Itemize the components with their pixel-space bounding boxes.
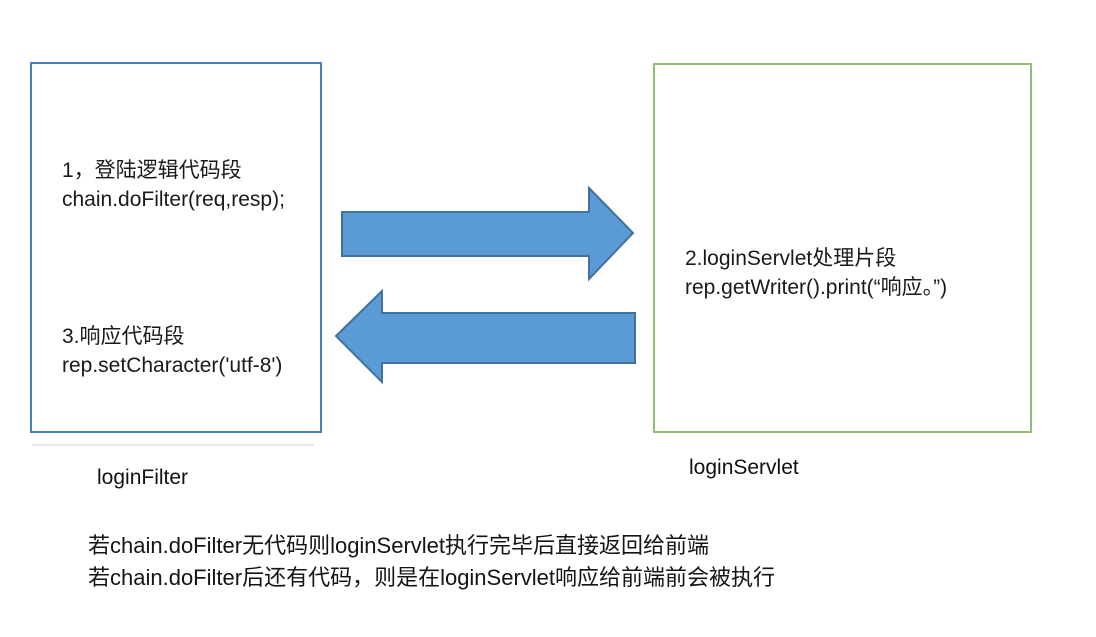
filter-step3-line2: rep.setCharacter('utf-8') <box>62 354 283 377</box>
login-servlet-box <box>653 63 1032 433</box>
filter-step3-line1: 3.响应代码段 <box>62 325 185 348</box>
servlet-step2-line1: 2.loginServlet处理片段 <box>685 247 897 270</box>
notes-line1: 若chain.doFilter无代码则loginServlet执行完毕后直接返回… <box>88 533 710 558</box>
filter-step3-text: 3.响应代码段 rep.setCharacter('utf-8') <box>62 322 282 380</box>
request-right-arrow-icon <box>341 185 635 282</box>
servlet-step2-text: 2.loginServlet处理片段 rep.getWriter().print… <box>685 244 947 302</box>
filter-step1-line1: 1，登陆逻辑代码段 <box>62 159 242 182</box>
filter-step1-line2: chain.doFilter(req,resp); <box>62 188 285 211</box>
notes-line2: 若chain.doFilter后还有代码，则是在loginServlet响应给前… <box>88 565 776 590</box>
servlet-step2-line2: rep.getWriter().print(“响应。”) <box>685 276 948 299</box>
filter-box-shadow-line <box>32 444 314 446</box>
filter-step1-text: 1，登陆逻辑代码段 chain.doFilter(req,resp); <box>62 156 285 214</box>
login-filter-label: loginFilter <box>97 466 189 489</box>
login-filter-box <box>30 62 322 433</box>
login-servlet-label: loginServlet <box>689 456 799 479</box>
response-left-arrow-icon <box>334 288 636 385</box>
notes-text: 若chain.doFilter无代码则loginServlet执行完毕后直接返回… <box>88 530 775 594</box>
